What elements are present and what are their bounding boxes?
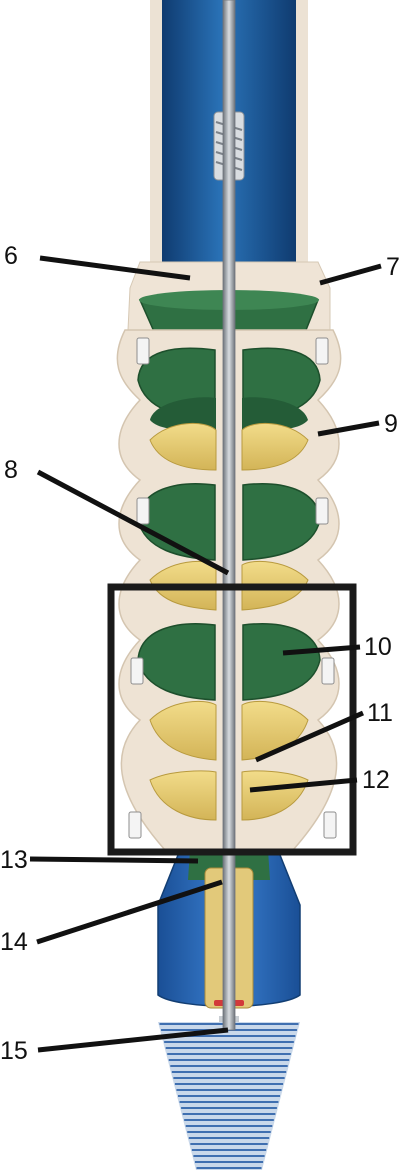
callout-10: 10 [364, 633, 392, 661]
callout-6: 6 [4, 242, 18, 270]
pump-shaft [223, 0, 235, 1030]
callout-12: 12 [362, 766, 390, 794]
callout-11: 11 [367, 699, 393, 727]
callout-15: 15 [0, 1037, 28, 1065]
callout-9: 9 [384, 410, 398, 438]
leader-line-13 [30, 859, 198, 861]
leader-line-7 [320, 266, 381, 283]
callout-8: 8 [4, 456, 18, 484]
callout-13: 13 [0, 846, 28, 874]
callout-7: 7 [386, 253, 400, 281]
callout-14: 14 [0, 928, 28, 956]
